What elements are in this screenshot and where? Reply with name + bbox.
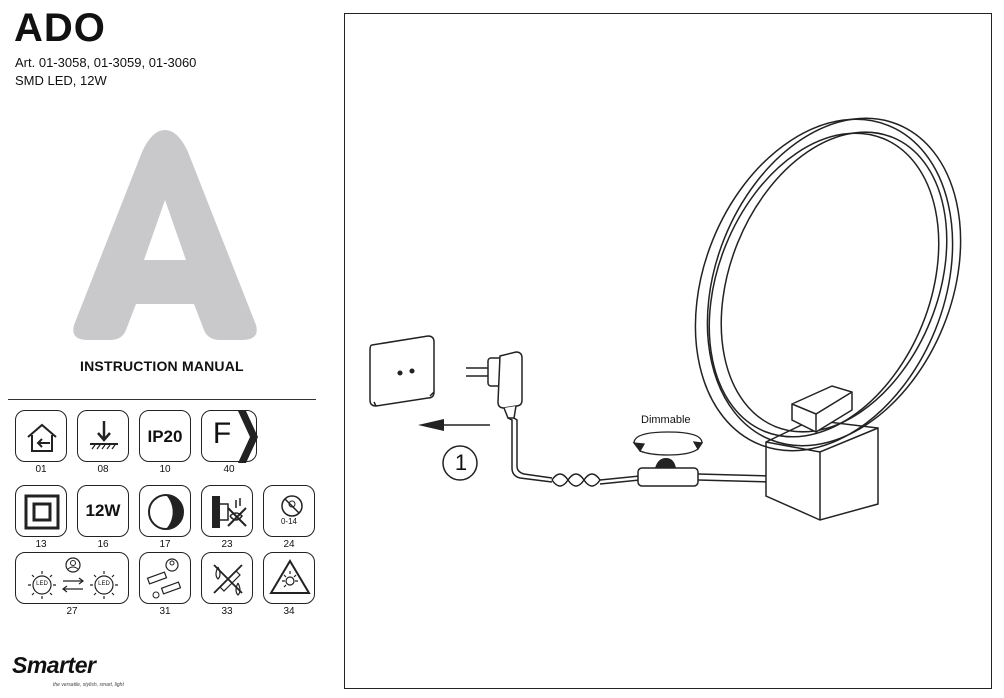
dimmable-icon [139, 485, 191, 537]
icon-label-34: 34 [283, 606, 295, 617]
divider [8, 399, 316, 400]
wattage-text: 12W [85, 501, 121, 520]
icon-label-01: 01 [35, 464, 47, 475]
icon-label-13: 13 [35, 539, 47, 550]
diagram-frame [344, 13, 992, 689]
energy-class-icon: F [201, 410, 258, 463]
brand-logo: Smarter [12, 652, 96, 678]
left-panel: ADO Art. 01-3058, 01-3059, 01-3060 SMD L… [0, 0, 330, 698]
not-for-children-icon: 0-14 [263, 485, 315, 537]
dimmer-knob [655, 458, 676, 468]
wall-socket [369, 335, 435, 407]
icon-label-08: 08 [97, 464, 109, 475]
manual-title: INSTRUCTION MANUAL [80, 358, 244, 374]
step-circle [442, 445, 478, 481]
icon-label-31: 31 [159, 606, 171, 617]
led-text-right: LED [98, 581, 110, 587]
product-title: ADO [14, 6, 106, 50]
dimmable-label: Dimmable [641, 414, 691, 426]
led-spec: SMD LED, 12W [15, 73, 107, 88]
battery-replacement-icon [139, 552, 191, 604]
insert-arrow [418, 419, 490, 431]
age-range-text: 0-14 [280, 517, 297, 526]
icon-label-16: 16 [97, 539, 109, 550]
ip20-icon: IP20 [139, 410, 191, 462]
icon-label-27: 27 [66, 606, 78, 617]
icon-label-10: 10 [159, 464, 171, 475]
ip20-text: IP20 [147, 427, 183, 446]
wattage-icon: 12W [77, 485, 129, 537]
energy-class-text: F [212, 417, 232, 450]
icon-label-40: 40 [223, 464, 235, 475]
surface-mount-icon [77, 410, 129, 462]
indoor-use-icon [15, 410, 67, 462]
brand-tagline: the versatile, stylish, smart, light [53, 682, 124, 688]
power-cord [507, 417, 771, 487]
no-water-cleaning-icon [201, 552, 253, 604]
step-number: 1 [454, 450, 468, 475]
no-wet-wall-icon [201, 485, 253, 537]
caution-icon [263, 552, 315, 604]
icon-label-17: 17 [159, 539, 171, 550]
lamp-base [765, 419, 879, 521]
icon-label-24: 24 [283, 539, 295, 550]
icon-label-23: 23 [221, 539, 233, 550]
manual-letter-a [73, 130, 257, 340]
lamp-ring [694, 117, 962, 452]
led-replacement-icon: LED LED [15, 552, 129, 604]
led-text-left: LED [36, 581, 48, 587]
rotation-arrow [632, 431, 704, 456]
ring-holder [791, 385, 853, 433]
power-adapter [466, 351, 523, 419]
class-ii-insulation-icon [15, 485, 67, 537]
article-numbers: Art. 01-3058, 01-3059, 01-3060 [15, 55, 197, 70]
icon-label-33: 33 [221, 606, 233, 617]
